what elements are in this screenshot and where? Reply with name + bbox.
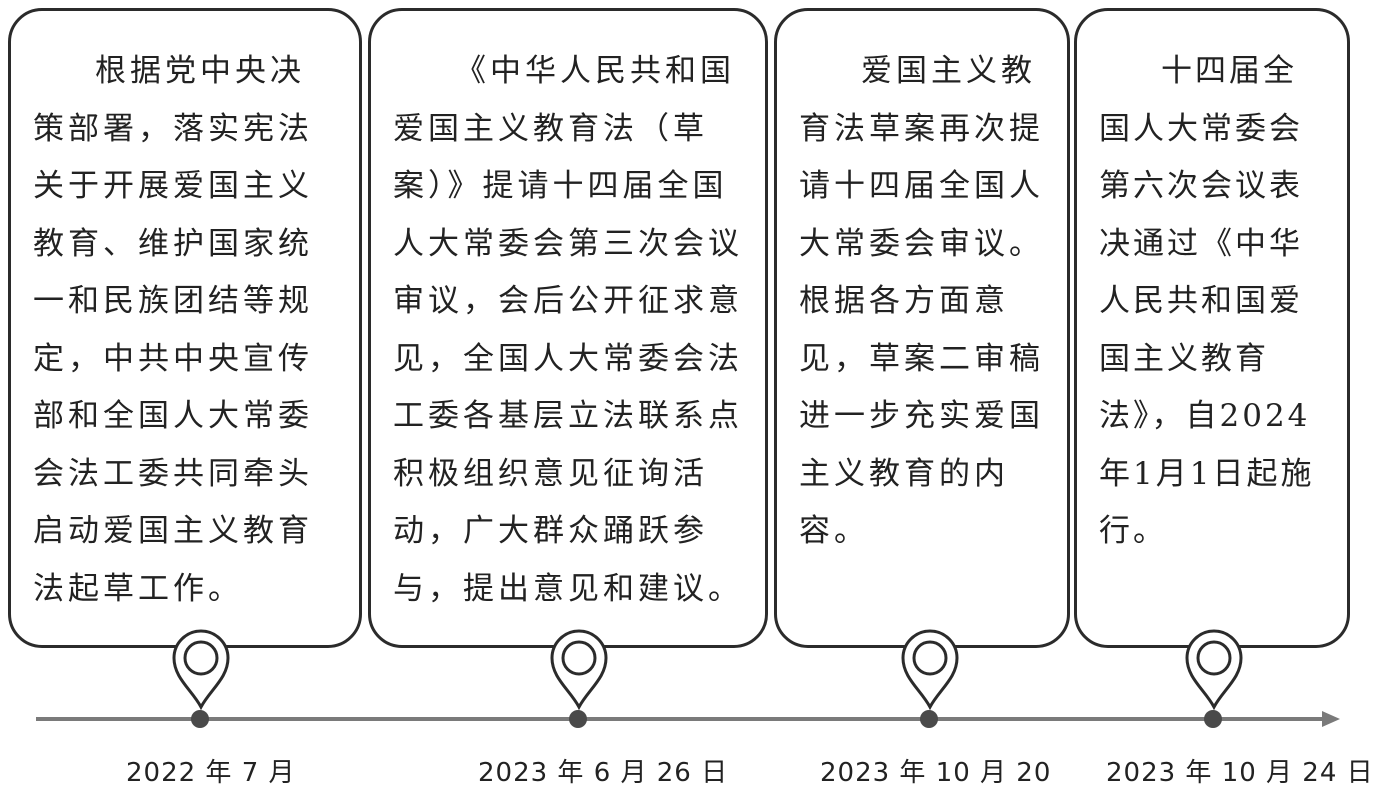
event-date-4: 2023 年 10 月 24 日: [1106, 758, 1374, 788]
event-text-1: 根据党中央决策部署，落实宪法关于开展爱国主义教育、维护国家统一和民族团结等规定，…: [33, 53, 313, 607]
location-pin-icon: [170, 626, 232, 711]
event-text-4: 十四届全国人大常委会第六次会议表决通过《中华人民共和国爱国主义教育法》，自202…: [1099, 53, 1315, 549]
timeline-dot-4: [1204, 710, 1222, 728]
event-card-3: 爱国主义教育法草案再次提请十四届全国人大常委会审议。根据各方面意见，草案二审稿进…: [774, 8, 1070, 648]
timeline-axis: [36, 710, 1340, 728]
timeline-dot-2: [569, 710, 587, 728]
event-card-2: 《中华人民共和国爱国主义教育法（草案）》提请十四届全国人大常委会第三次会议审议，…: [368, 8, 768, 648]
location-pin-icon: [548, 626, 610, 711]
event-card-1: 根据党中央决策部署，落实宪法关于开展爱国主义教育、维护国家统一和民族团结等规定，…: [8, 8, 362, 648]
timeline-dot-3: [920, 710, 938, 728]
location-pin-icon: [899, 626, 961, 711]
event-date-3: 2023 年 10 月 20: [820, 758, 1052, 788]
event-date-1: 2022 年 7 月: [126, 758, 296, 788]
event-date-2: 2023 年 6 月 26 日: [478, 758, 729, 788]
timeline-dot-1: [191, 710, 209, 728]
event-text-3: 爱国主义教育法草案再次提请十四届全国人大常委会审议。根据各方面意见，草案二审稿进…: [799, 53, 1044, 549]
location-pin-icon: [1183, 626, 1245, 711]
axis-arrowhead-icon: [1322, 711, 1340, 727]
event-text-2: 《中华人民共和国爱国主义教育法（草案）》提请十四届全国人大常委会第三次会议审议，…: [393, 53, 743, 607]
event-card-4: 十四届全国人大常委会第六次会议表决通过《中华人民共和国爱国主义教育法》，自202…: [1074, 8, 1350, 648]
